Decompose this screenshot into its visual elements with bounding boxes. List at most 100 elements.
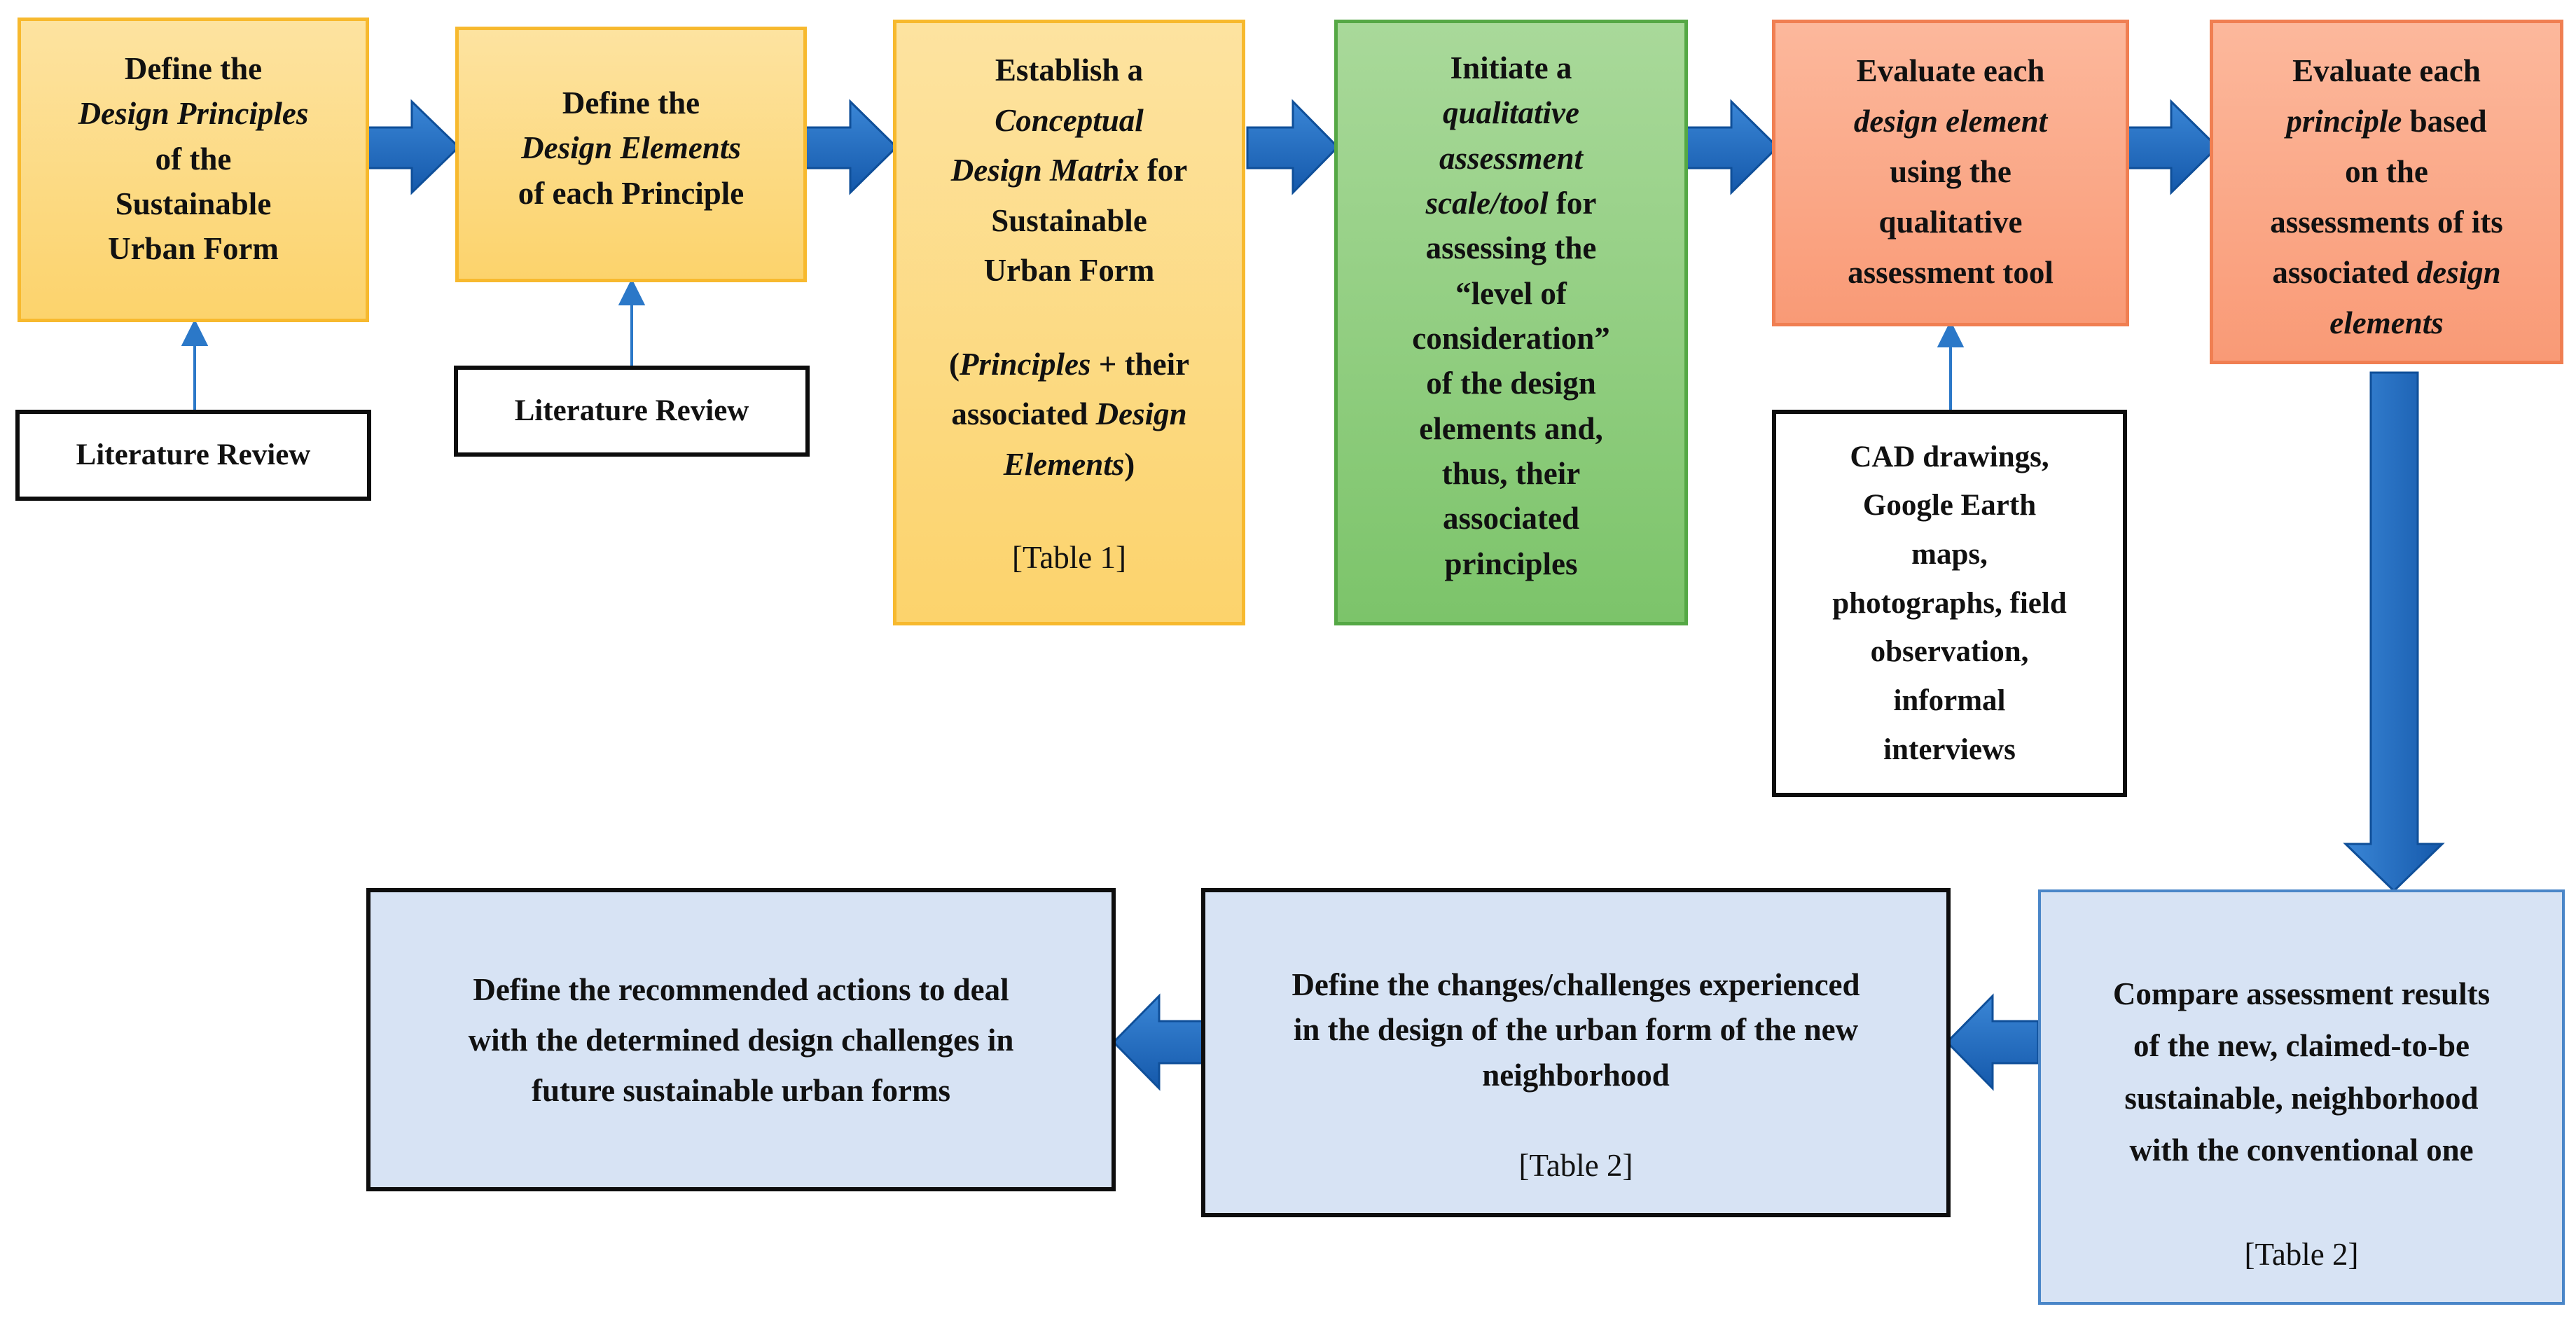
step-text: of the (155, 141, 232, 176)
step-text: Define the (124, 51, 263, 86)
arrow-step3-step4 (1246, 99, 1340, 195)
arrow-step8-step9 (1112, 993, 1205, 1091)
step-text-part: + their (1090, 346, 1190, 382)
step-text: Evaluate each (2292, 53, 2481, 88)
step-define-design-principles: Define the Design Principles of the Sust… (18, 18, 369, 322)
step-text: thus, their (1441, 456, 1581, 492)
step-compare-results: Compare assessment results of the new, c… (2038, 889, 2565, 1305)
step-text: “level of (1455, 275, 1567, 311)
step-conceptual-design-matrix: Establish a Conceptual Design Matrix for… (893, 20, 1245, 625)
step-define-challenges: Define the changes/challenges experience… (1201, 888, 1951, 1217)
step-text: with the conventional one (2129, 1132, 2474, 1168)
input-arrows (181, 278, 1965, 410)
arrow-step6-step7 (2343, 371, 2445, 893)
step-text: principles (1444, 546, 1578, 581)
step-text: sustainable, neighborhood (2124, 1080, 2479, 1116)
step-text-part: associated (951, 396, 1096, 432)
step-text-italic: Design (1095, 396, 1187, 432)
step-text: Establish a (995, 53, 1144, 88)
table-reference: [Table 1] (1011, 540, 1126, 576)
up-arrow-icon (181, 319, 209, 346)
source-text: photographs, field (1832, 586, 2067, 620)
step-text: Design Matrix for (951, 146, 1188, 196)
source-text: Literature Review (76, 438, 311, 471)
step-text: Urban Form (108, 231, 279, 267)
source-text: interviews (1883, 733, 2016, 766)
step-text-italic: Principles (959, 346, 1091, 382)
step-text: Urban Form (983, 253, 1155, 289)
step-text-part: based (2402, 104, 2487, 139)
step-define-design-elements: Define the Design Elements of each Princ… (455, 27, 807, 282)
source-text: maps, (1911, 538, 1988, 572)
step-text: elements and, (1419, 410, 1603, 446)
step-text-italic: Design Matrix (950, 153, 1140, 188)
step-text-part: ) (1124, 446, 1135, 482)
step-text: scale/tool for (1426, 181, 1597, 226)
step-text: Sustainable (991, 202, 1147, 238)
step-recommended-actions: Define the recommended actions to deal w… (366, 888, 1116, 1191)
arrow-step4-step5 (1684, 99, 1780, 195)
source-text: CAD drawings, (1850, 440, 2049, 473)
step-text-italic: elements (2329, 305, 2444, 340)
step-text: neighborhood (1482, 1057, 1670, 1093)
step-text: in the design of the urban form of the n… (1293, 1012, 1859, 1048)
step-qualitative-assessment-tool: Initiate a qualitative assessment scale/… (1334, 20, 1688, 625)
step-evaluate-design-elements: Evaluate each design element using the q… (1772, 20, 2129, 326)
step-text: with the determined design challenges in (468, 1022, 1014, 1058)
step-text: assessing the (1425, 230, 1597, 266)
step-text-part: for (1548, 186, 1597, 221)
step-text-part: for (1139, 153, 1188, 188)
step-text: associated design (2272, 247, 2500, 298)
step-text: using the (1890, 154, 2011, 189)
source-literature-review-2: Literature Review (454, 366, 810, 457)
up-arrow-icon (1937, 320, 1965, 347)
step-text: qualitative (1443, 90, 1579, 135)
step-text-italic: Design Elements (521, 130, 741, 166)
source-text: Literature Review (514, 394, 749, 427)
step-text: assessments of its (2270, 205, 2503, 240)
step-text: consideration” (1412, 321, 1610, 356)
step-text: of the new, claimed-to-be (2133, 1028, 2470, 1064)
step-text: associated (1443, 501, 1579, 536)
step-text: Evaluate each (1856, 53, 2045, 88)
step-text: Design Principles (78, 91, 309, 136)
step-text: Define the (562, 85, 700, 120)
step-text: Design Elements (521, 125, 741, 170)
up-arrow-icon (618, 278, 646, 305)
step-text: principle based (2286, 96, 2486, 146)
arrow-step5-step6 (2125, 99, 2220, 195)
step-text-part: ( (948, 346, 960, 382)
table-reference: [Table 2] (1518, 1148, 1633, 1184)
arrow-step2-step3 (803, 99, 899, 195)
source-text: informal (1893, 684, 2006, 717)
step-text: assessment (1439, 136, 1583, 181)
source-literature-review-1: Literature Review (15, 410, 371, 501)
step-text-part: associated (2272, 255, 2417, 290)
source-data-collection: CAD drawings, Google Earth maps, photogr… (1772, 410, 2127, 797)
step-text: assessment tool (1848, 255, 2054, 290)
source-text: observation, (1870, 635, 2029, 669)
step-text: design element (1854, 96, 2047, 146)
step-text: Compare assessment results (2112, 976, 2491, 1011)
step-text: Elements) (1004, 440, 1135, 490)
step-text-italic: qualitative (1443, 95, 1579, 131)
arrow-step1-step2 (366, 99, 461, 195)
step-text: qualitative (1878, 205, 2023, 240)
step-text: Conceptual (995, 96, 1144, 146)
step-text: on the (2345, 154, 2428, 189)
step-text: associated Design (951, 389, 1186, 440)
step-text: elements (2329, 298, 2443, 348)
step-text-italic: design element (1853, 104, 2048, 139)
step-text-italic: assessment (1439, 140, 1584, 176)
table-reference: [Table 2] (2244, 1237, 2359, 1272)
step-text: of the design (1426, 366, 1596, 401)
step-text-italic: Design Principles (78, 96, 309, 132)
step-text-italic: scale/tool (1425, 186, 1549, 221)
step-text: of each Principle (518, 175, 745, 211)
source-text: Google Earth (1862, 489, 2037, 522)
step-text-italic: design (2416, 255, 2501, 290)
step-text: Sustainable (115, 186, 272, 222)
step-text: Define the changes/challenges experience… (1292, 967, 1860, 1002)
step-text-italic: principle (2286, 104, 2402, 139)
